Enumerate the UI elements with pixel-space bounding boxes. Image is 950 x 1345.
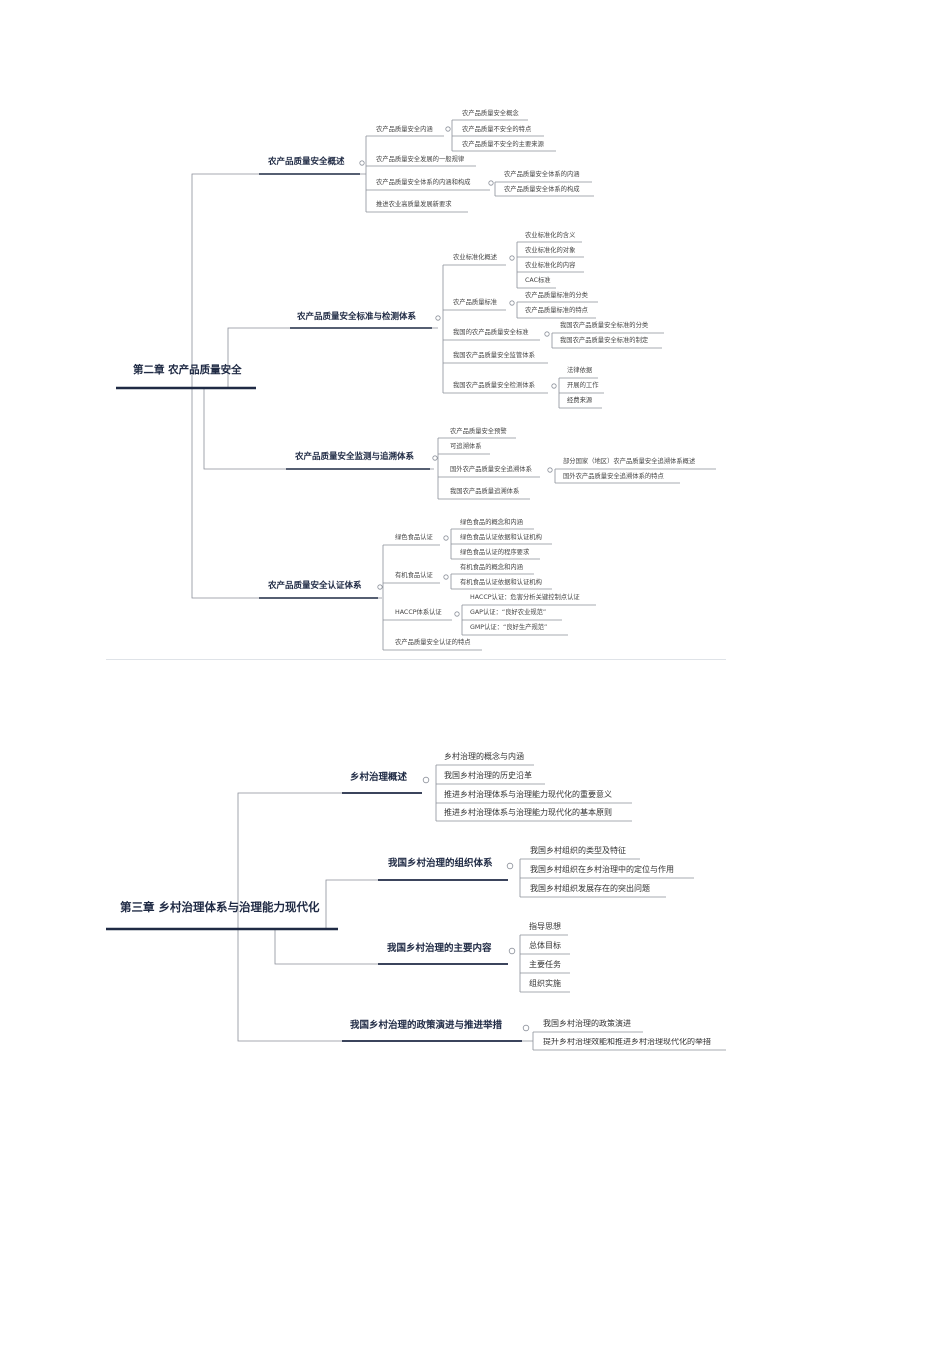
mind-map-node[interactable]: 国外农产品质量安全追溯体系 <box>450 466 532 473</box>
mind-map-node[interactable]: 农业标准化概述 <box>453 254 498 261</box>
mind-map-node[interactable]: 农产品质量安全内涵 <box>376 126 433 133</box>
mind-map-node[interactable]: 农产品质量安全体系的内涵和构成 <box>376 179 471 186</box>
mind-map-node[interactable]: 农产品质量不安全的主要来源 <box>462 141 544 148</box>
mind-map-node[interactable]: 我国农产品质量安全标准的分类 <box>560 322 649 329</box>
mind-map-node[interactable]: GAP认证：“良好农业规范” <box>470 609 547 616</box>
mind-map-node[interactable]: 有机食品的概念和内涵 <box>460 564 523 571</box>
mind-map-node[interactable]: 提升乡村治理效能和推进乡村治理现代化的举措 <box>543 1038 711 1046</box>
mind-map-node[interactable]: 部分国家（地区）农产品质量安全追溯体系概述 <box>563 458 696 465</box>
mind-map-node[interactable]: 有机食品认证依据和认证机构 <box>460 579 542 586</box>
mind-map-node[interactable]: 主要任务 <box>529 960 561 969</box>
mind-map-node[interactable]: 经费来源 <box>567 397 593 404</box>
mind-map-node[interactable]: 我国的农产品质量安全标准 <box>453 329 529 336</box>
chapter2-root-node[interactable]: 第二章 农产品质量安全 <box>133 364 242 376</box>
mind-map-node[interactable]: 农产品质量标准的分类 <box>525 292 588 299</box>
mind-map-node[interactable]: 组织实施 <box>529 979 561 988</box>
mind-map-node[interactable]: 开展的工作 <box>567 382 599 389</box>
mind-map-node[interactable]: 我国农产品质量安全监管体系 <box>453 352 535 359</box>
mind-map-node[interactable]: 农产品质量不安全的特点 <box>462 126 532 133</box>
mind-map-node[interactable]: 可追溯体系 <box>450 443 482 450</box>
mind-map-node[interactable]: 乡村治理的概念与内涵 <box>444 752 524 761</box>
mind-map-node[interactable]: 指导思想 <box>529 922 561 931</box>
ch3-branch-policy[interactable]: 我国乡村治理的政策演进与推进举措 <box>350 1020 503 1031</box>
ch3-branch-content[interactable]: 我国乡村治理的主要内容 <box>387 943 492 954</box>
ch2-branch-overview[interactable]: 农产品质量安全概述 <box>268 157 345 167</box>
mind-map-node[interactable]: 农产品质量安全发展的一般规律 <box>376 156 465 163</box>
mind-map-node[interactable]: HACCP体系认证 <box>395 609 442 616</box>
mind-map-node[interactable]: HACCP认证：危害分析关键控制点认证 <box>470 594 580 601</box>
mind-map-node[interactable]: 总体目标 <box>529 941 561 950</box>
ch3-branch-overview[interactable]: 乡村治理概述 <box>350 772 408 783</box>
mind-map-node[interactable]: 绿色食品认证依据和认证机构 <box>460 534 542 541</box>
mind-map-node[interactable]: 我国乡村组织在乡村治理中的定位与作用 <box>530 865 674 874</box>
mind-map-node[interactable]: 我国乡村组织的类型及特征 <box>530 846 626 855</box>
mind-map-node[interactable]: 农产品质量标准的特点 <box>525 307 588 314</box>
ch2-branch-monitoring[interactable]: 农产品质量安全监测与追溯体系 <box>295 452 415 462</box>
mind-map-node[interactable]: 农产品质量安全体系的构成 <box>504 186 580 193</box>
mind-map-node[interactable]: CAC标准 <box>525 277 551 284</box>
mind-map-node[interactable]: 推进乡村治理体系与治理能力现代化的基本原则 <box>444 808 612 817</box>
mind-map-node[interactable]: 农业标准化的内容 <box>525 262 576 269</box>
ch3-branch-organization[interactable]: 我国乡村治理的组织体系 <box>388 858 493 869</box>
mind-map-node[interactable]: 法律依据 <box>567 367 593 374</box>
mind-map-node[interactable]: 有机食品认证 <box>395 572 433 579</box>
mind-map-node[interactable]: 农业标准化的含义 <box>525 232 576 239</box>
ch2-branch-standards[interactable]: 农产品质量安全标准与检测体系 <box>297 312 417 322</box>
section-divider <box>106 659 726 660</box>
mind-map-node[interactable]: 推进农业高质量发展新要求 <box>376 201 452 208</box>
mind-map-node[interactable]: 我国乡村治理的历史沿革 <box>444 771 532 780</box>
mind-map-node[interactable]: 我国乡村组织发展存在的突出问题 <box>530 884 650 893</box>
mind-map-node[interactable]: 农产品质量安全概念 <box>462 110 519 117</box>
mind-map-node[interactable]: 我国乡村治理的政策演进 <box>543 1019 631 1028</box>
mind-map-node[interactable]: 国外农产品质量安全追溯体系的特点 <box>563 473 664 480</box>
mind-map-node[interactable]: GMP认证：“良好生产规范” <box>470 624 548 631</box>
mind-map-node[interactable]: 农产品质量安全预警 <box>450 428 507 435</box>
ch2-branch-certification[interactable]: 农产品质量安全认证体系 <box>268 581 362 591</box>
mind-map-node[interactable]: 我国农产品质量追溯体系 <box>450 488 520 495</box>
mind-map-node[interactable]: 农产品质量安全认证的特点 <box>395 639 471 646</box>
mind-map-node[interactable]: 农业标准化的对象 <box>525 247 576 254</box>
chapter3-root-node[interactable]: 第三章 乡村治理体系与治理能力现代化 <box>120 900 320 914</box>
mind-map-node[interactable]: 绿色食品认证的程序要求 <box>460 549 530 556</box>
mind-map-node[interactable]: 农产品质量标准 <box>453 299 498 306</box>
mind-map-node[interactable]: 我国农产品质量安全检测体系 <box>453 382 535 389</box>
mind-map-node[interactable]: 农产品质量安全体系的内涵 <box>504 171 580 178</box>
mind-map-node[interactable]: 我国农产品质量安全标准的制定 <box>560 337 649 344</box>
mind-map-node[interactable]: 推进乡村治理体系与治理能力现代化的重要意义 <box>444 790 612 799</box>
mind-map-node[interactable]: 绿色食品认证 <box>395 534 433 541</box>
mind-map-node[interactable]: 绿色食品的概念和内涵 <box>460 519 523 526</box>
